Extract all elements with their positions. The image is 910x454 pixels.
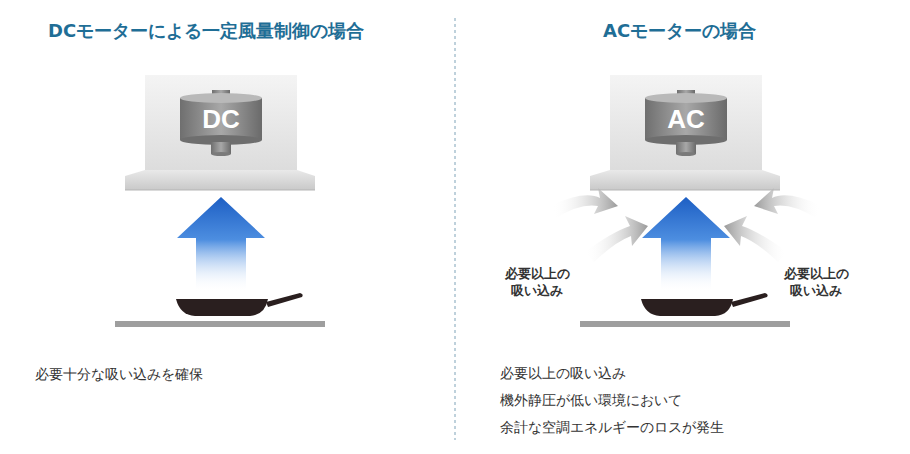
airflow-arrow bbox=[642, 197, 730, 292]
callout: 必要以上の 吸い込み bbox=[778, 266, 854, 300]
airflow-arrow bbox=[177, 197, 265, 292]
motor-label: DC bbox=[180, 104, 262, 135]
frying-pan bbox=[641, 293, 768, 316]
range-hood bbox=[590, 75, 780, 190]
caption: 機外静圧が低い環境において bbox=[500, 392, 682, 410]
cooktop bbox=[580, 321, 790, 327]
caption: 必要以上の吸い込み bbox=[500, 365, 626, 383]
caption: 余計な空調エネルギーのロスが発生 bbox=[500, 419, 724, 437]
range-hood bbox=[125, 75, 315, 190]
frying-pan bbox=[176, 293, 303, 316]
caption: 必要十分な吸い込みを確保 bbox=[35, 366, 203, 384]
motor-label: AC bbox=[645, 104, 727, 135]
divider bbox=[455, 18, 456, 440]
excess-airflow-arrows bbox=[552, 188, 820, 262]
callout: 必要以上の 吸い込み bbox=[499, 266, 575, 300]
motor: AC bbox=[645, 90, 727, 156]
panel-title: DCモーターによる一定風量制御の場合 bbox=[48, 19, 364, 43]
panel-title: ACモーターの場合 bbox=[603, 19, 756, 43]
motor: DC bbox=[180, 90, 262, 156]
cooktop bbox=[115, 321, 325, 327]
